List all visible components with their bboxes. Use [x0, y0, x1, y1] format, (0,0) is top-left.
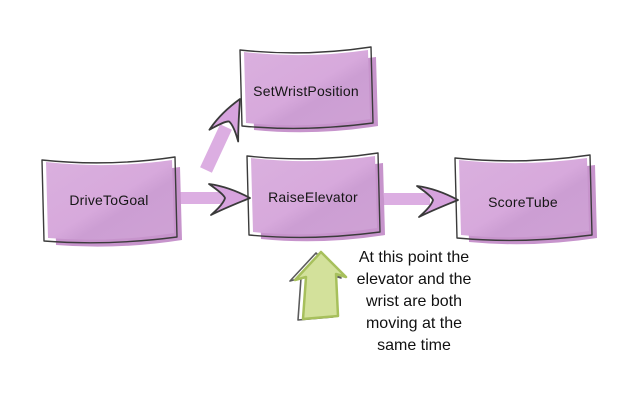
- edge-shaft: [384, 193, 430, 205]
- edge-shaft: [200, 124, 232, 173]
- annotation-line: elevator and the: [356, 271, 472, 288]
- node-body: [46, 160, 174, 240]
- node-body: [251, 156, 377, 235]
- arrowhead-icon: [208, 183, 251, 216]
- arrowhead-icon: [208, 98, 241, 143]
- annotation-line: moving at the: [365, 315, 463, 332]
- annotation-line: At this point the: [358, 249, 470, 266]
- node-outline-sketch: [41, 156, 178, 244]
- annotation-arrow: [289, 250, 348, 321]
- node-outline-sketch: [239, 46, 374, 130]
- node-set-wrist-position: [239, 46, 378, 133]
- annotation-line: same time: [377, 337, 451, 354]
- node-body: [244, 50, 370, 126]
- node-outline-sketch: [246, 152, 381, 239]
- edge-drive-to-elevator: [178, 183, 251, 216]
- green-up-arrow-icon: [293, 250, 348, 321]
- node-score-tube: [454, 154, 597, 245]
- node-drive-to-goal: [41, 156, 182, 247]
- edge-shaft: [178, 192, 224, 204]
- node-raise-elevator: [246, 152, 385, 242]
- annotation-text: At this point the elevator and the wrist…: [332, 247, 496, 357]
- node-outline-sketch: [454, 154, 593, 242]
- node-body: [459, 158, 589, 238]
- edge-drive-to-wrist: [200, 98, 241, 173]
- edge-elevator-to-score: [384, 185, 459, 218]
- arrowhead-icon: [416, 185, 459, 218]
- annotation-line: wrist are both: [365, 293, 463, 310]
